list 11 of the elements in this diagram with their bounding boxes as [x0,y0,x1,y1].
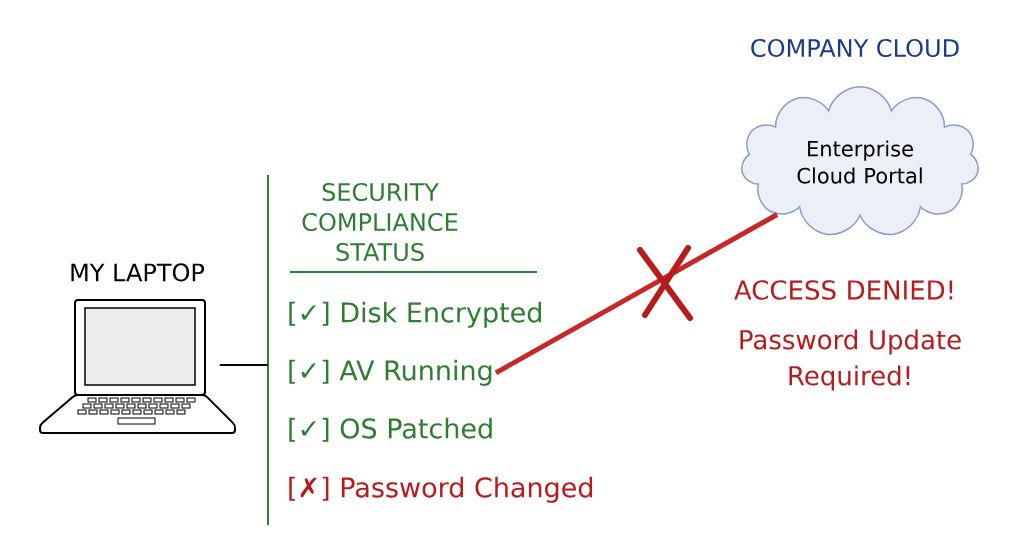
checklist-item: [✓] OS Patched [289,417,492,442]
warning-text: ACCESS DENIED! [734,280,953,300]
connector-line [218,364,269,366]
checklist-item: [✓] Disk Encrypted [289,301,541,328]
connector-line [494,212,779,375]
cloud-title: COMPANY CLOUD [751,38,959,58]
node-label: MY LAPTOP [71,263,205,282]
warning-text: Password Update Required! [740,329,961,391]
checklist-item: [✗] Password Changed [289,476,593,503]
laptop-drawing: MY LAPTOP [39,263,236,434]
checklist-item: [✓] AV Running [289,359,492,386]
